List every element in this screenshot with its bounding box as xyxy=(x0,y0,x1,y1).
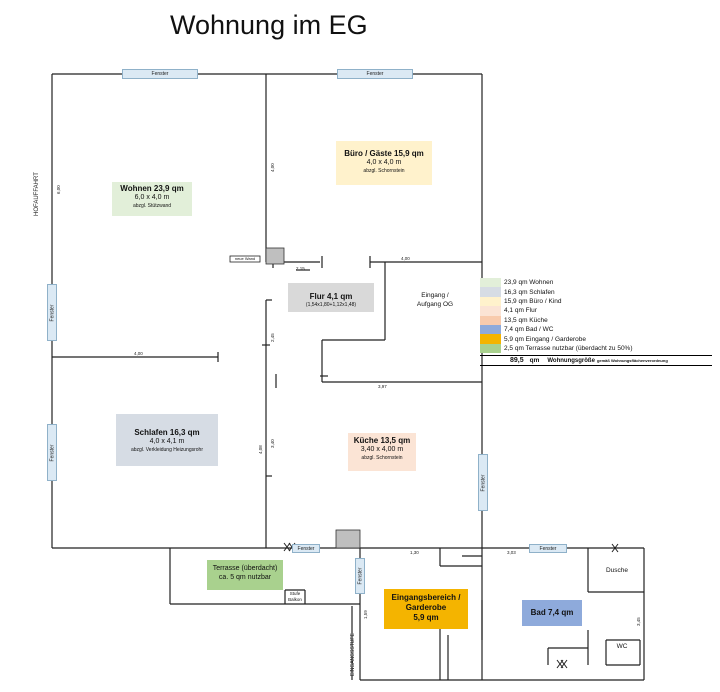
room-kueche: Küche 13,5 qm 3,40 x 4,00 m abzgl. Schor… xyxy=(348,433,416,471)
dim-3-45: 3,45 xyxy=(636,617,641,626)
legend-text: 5,9 qm Eingang / Garderobe xyxy=(504,335,587,343)
room-kueche-name: Küche 13,5 qm xyxy=(353,436,411,445)
room-buero-note: abzgl. Schornstein xyxy=(363,167,405,174)
legend-text: 16,3 qm Schlafen xyxy=(504,288,555,296)
plan-title: Wohnung im EG xyxy=(170,10,368,40)
legend-row: 7,4 qm Bad / WC xyxy=(480,324,710,335)
room-kueche-note: abzgl. Schornstein xyxy=(361,454,403,461)
room-terrasse-name: Terrasse (überdacht) xyxy=(212,565,278,572)
eingangsstufe-label: EINGANGSSTUFE xyxy=(350,633,356,676)
legend-text: 7,4 qm Bad / WC xyxy=(504,326,554,334)
room-buero: Büro / Gäste 15,9 qm 4,0 x 4,0 m abzgl. … xyxy=(336,141,432,185)
legend-swatch xyxy=(480,324,501,335)
room-wohnen-dims: 6,0 x 4,0 m xyxy=(134,194,170,201)
dim-4-08: 4,08 xyxy=(258,445,263,454)
dim-3-03: 3,03 xyxy=(507,550,516,555)
window-label: Fenster xyxy=(539,545,557,552)
dim-3-97: 3,97 xyxy=(378,384,387,389)
window-label: Fenster xyxy=(297,545,315,552)
legend-swatch xyxy=(480,278,501,288)
legend-swatch xyxy=(480,343,501,354)
legend-total-sub: gemäß Wohnungsflächenverordnung xyxy=(596,358,668,364)
legend-total: 89,5 qm Wohnungsgröße gemäß Wohnungsfläc… xyxy=(480,355,712,367)
window-kueche-right: Fenster xyxy=(478,454,488,511)
window-terrasse: Fenster xyxy=(292,544,320,553)
room-wohnen-note: abzgl. Stützwand xyxy=(132,202,172,209)
legend-swatch xyxy=(480,334,501,344)
dusche-label: Dusche xyxy=(605,567,629,574)
legend-row: 15,9 qm Büro / Kind xyxy=(480,296,710,307)
legend-text: 2,5 qm Terrasse nutzbar (überdacht zu 50… xyxy=(504,344,633,352)
room-schlafen: Schlafen 16,3 qm 4,0 x 4,1 m abzgl. Verk… xyxy=(116,414,218,466)
room-schlafen-dims: 4,0 x 4,1 m xyxy=(149,438,185,445)
legend-row: 2,5 qm Terrasse nutzbar (überdacht zu 50… xyxy=(480,343,710,354)
window-label: Fenster xyxy=(366,71,384,77)
room-eingang: Eingangsbereich / Garderobe 5,9 qm xyxy=(384,589,468,629)
room-schlafen-name: Schlafen 16,3 qm xyxy=(134,428,200,437)
room-bad: Bad 7,4 qm xyxy=(522,600,582,626)
legend-total-label: Wohnungsgröße xyxy=(547,357,595,364)
legend-row: 13,5 qm Küche xyxy=(480,315,710,325)
room-terrasse-dims: ca. 5 qm nutzbar xyxy=(218,573,272,581)
dim-2-15: 2,15 xyxy=(296,266,305,271)
area-legend: 23,9 qm Wohnen 16,3 qm Schlafen 15,9 qm … xyxy=(480,278,712,367)
room-flur: Flur 4,1 qm (1,54x1,80+1,12x1,48) xyxy=(288,283,374,312)
legend-swatch xyxy=(480,287,501,297)
dim-3-40: 3,40 xyxy=(270,439,275,448)
dim-4-00-a: 4,00 xyxy=(134,351,143,356)
window-buero-top: Fenster xyxy=(337,69,413,79)
dim-1-30: 1,30 xyxy=(410,550,419,555)
dim-4-00-c: 4,00 xyxy=(401,256,410,261)
dim-6-00: 6,00 xyxy=(56,185,61,194)
legend-swatch xyxy=(480,296,501,307)
room-wohnen: Wohnen 23,9 qm 6,0 x 4,0 m abzgl. Stützw… xyxy=(112,182,192,216)
window-schlafen-left: Fenster xyxy=(47,424,57,481)
window-label: Fenster xyxy=(151,71,169,77)
dim-2-45: 2,45 xyxy=(270,333,275,342)
window-label: Fenster xyxy=(49,304,56,321)
room-flur-dims: (1,54x1,80+1,12x1,48) xyxy=(305,302,357,308)
eingang-og-label: Eingang / Aufgang OG xyxy=(416,292,454,309)
dim-4-00-b: 4,00 xyxy=(270,163,275,172)
wc-label: WC xyxy=(616,643,628,650)
window-wohnen-top: Fenster xyxy=(122,69,198,79)
legend-row: 16,3 qm Schlafen xyxy=(480,287,710,297)
legend-text: 4,1 qm Flur xyxy=(504,307,537,315)
legend-total-unit: qm xyxy=(529,357,540,365)
dim-1-59: 1,59 xyxy=(363,610,368,619)
room-wohnen-name: Wohnen 23,9 qm xyxy=(120,184,184,193)
window-eingang: Fenster xyxy=(355,558,365,594)
neue-wand-label: neue Wand xyxy=(234,256,256,261)
room-buero-dims: 4,0 x 4,0 m xyxy=(366,159,402,166)
window-label: Fenster xyxy=(357,567,364,585)
hofauffahrt-label: HOFAUFFAHRT xyxy=(34,172,40,216)
window-label: Fenster xyxy=(49,444,56,461)
legend-text: 15,9 qm Büro / Kind xyxy=(504,297,562,305)
room-schlafen-note: abzgl. Verkleidung Heizungsrohr xyxy=(131,446,203,453)
legend-swatch xyxy=(480,315,501,325)
room-flur-name: Flur 4,1 qm xyxy=(309,292,353,301)
room-bad-name: Bad 7,4 qm xyxy=(530,608,574,617)
legend-total-value: 89,5 xyxy=(510,357,524,365)
legend-text: 23,9 qm Wohnen xyxy=(504,279,554,287)
window-label: Fenster xyxy=(480,474,487,491)
room-eingang-dims: 5,9 qm xyxy=(413,613,439,622)
legend-row: 23,9 qm Wohnen xyxy=(480,278,710,288)
room-eingang-name: Eingangsbereich / Garderobe xyxy=(391,593,461,612)
legend-row: 4,1 qm Flur xyxy=(480,306,710,316)
room-terrasse: Terrasse (überdacht) ca. 5 qm nutzbar xyxy=(207,560,283,590)
room-buero-name: Büro / Gäste 15,9 qm xyxy=(344,149,424,158)
legend-swatch xyxy=(480,306,501,316)
window-bad: Fenster xyxy=(529,544,567,553)
window-wohnen-left: Fenster xyxy=(47,284,57,341)
room-kueche-dims: 3,40 x 4,00 m xyxy=(360,446,404,453)
stufe-label: Stufe Balkon xyxy=(288,591,302,602)
legend-row: 5,9 qm Eingang / Garderobe xyxy=(480,334,710,344)
legend-text: 13,5 qm Küche xyxy=(504,316,548,324)
